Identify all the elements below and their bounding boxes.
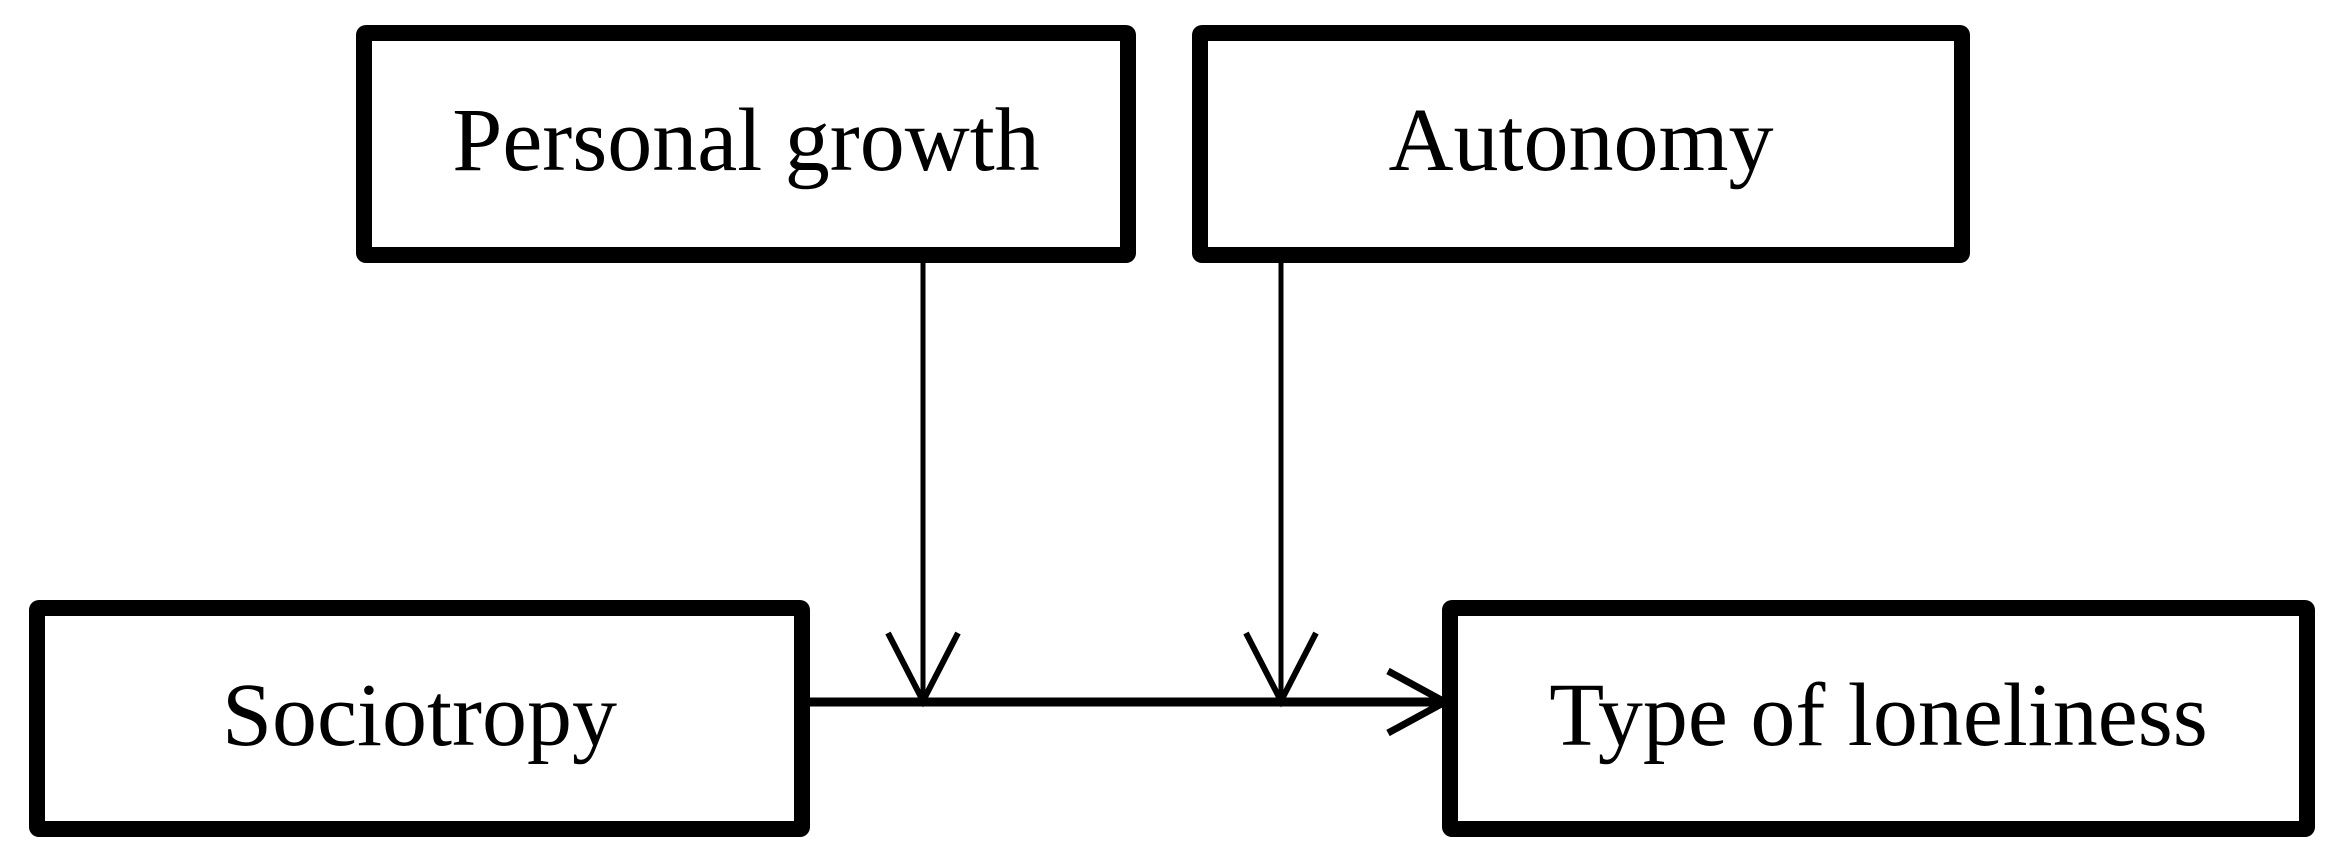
node-type-of-loneliness: Type of loneliness xyxy=(1442,600,2315,837)
node-sociotropy-label: Sociotropy xyxy=(222,665,617,765)
node-autonomy: Autonomy xyxy=(1192,25,1970,263)
arrow-personal-growth-moderator xyxy=(885,258,961,708)
arrow-sociotropy-arrowhead-icon xyxy=(1386,667,1453,737)
node-personal-growth-label: Personal growth xyxy=(452,91,1040,190)
node-personal-growth: Personal growth xyxy=(356,25,1136,263)
arrow-autonomy-arrowhead-icon xyxy=(1243,631,1319,708)
node-type-of-loneliness-label: Type of loneliness xyxy=(1549,665,2208,765)
arrow-sociotropy-to-loneliness xyxy=(810,667,1453,737)
node-sociotropy: Sociotropy xyxy=(29,600,810,837)
arrow-autonomy-moderator xyxy=(1243,258,1319,708)
arrow-personal-growth-arrowhead-icon xyxy=(885,631,961,708)
node-autonomy-label: Autonomy xyxy=(1388,91,1774,190)
